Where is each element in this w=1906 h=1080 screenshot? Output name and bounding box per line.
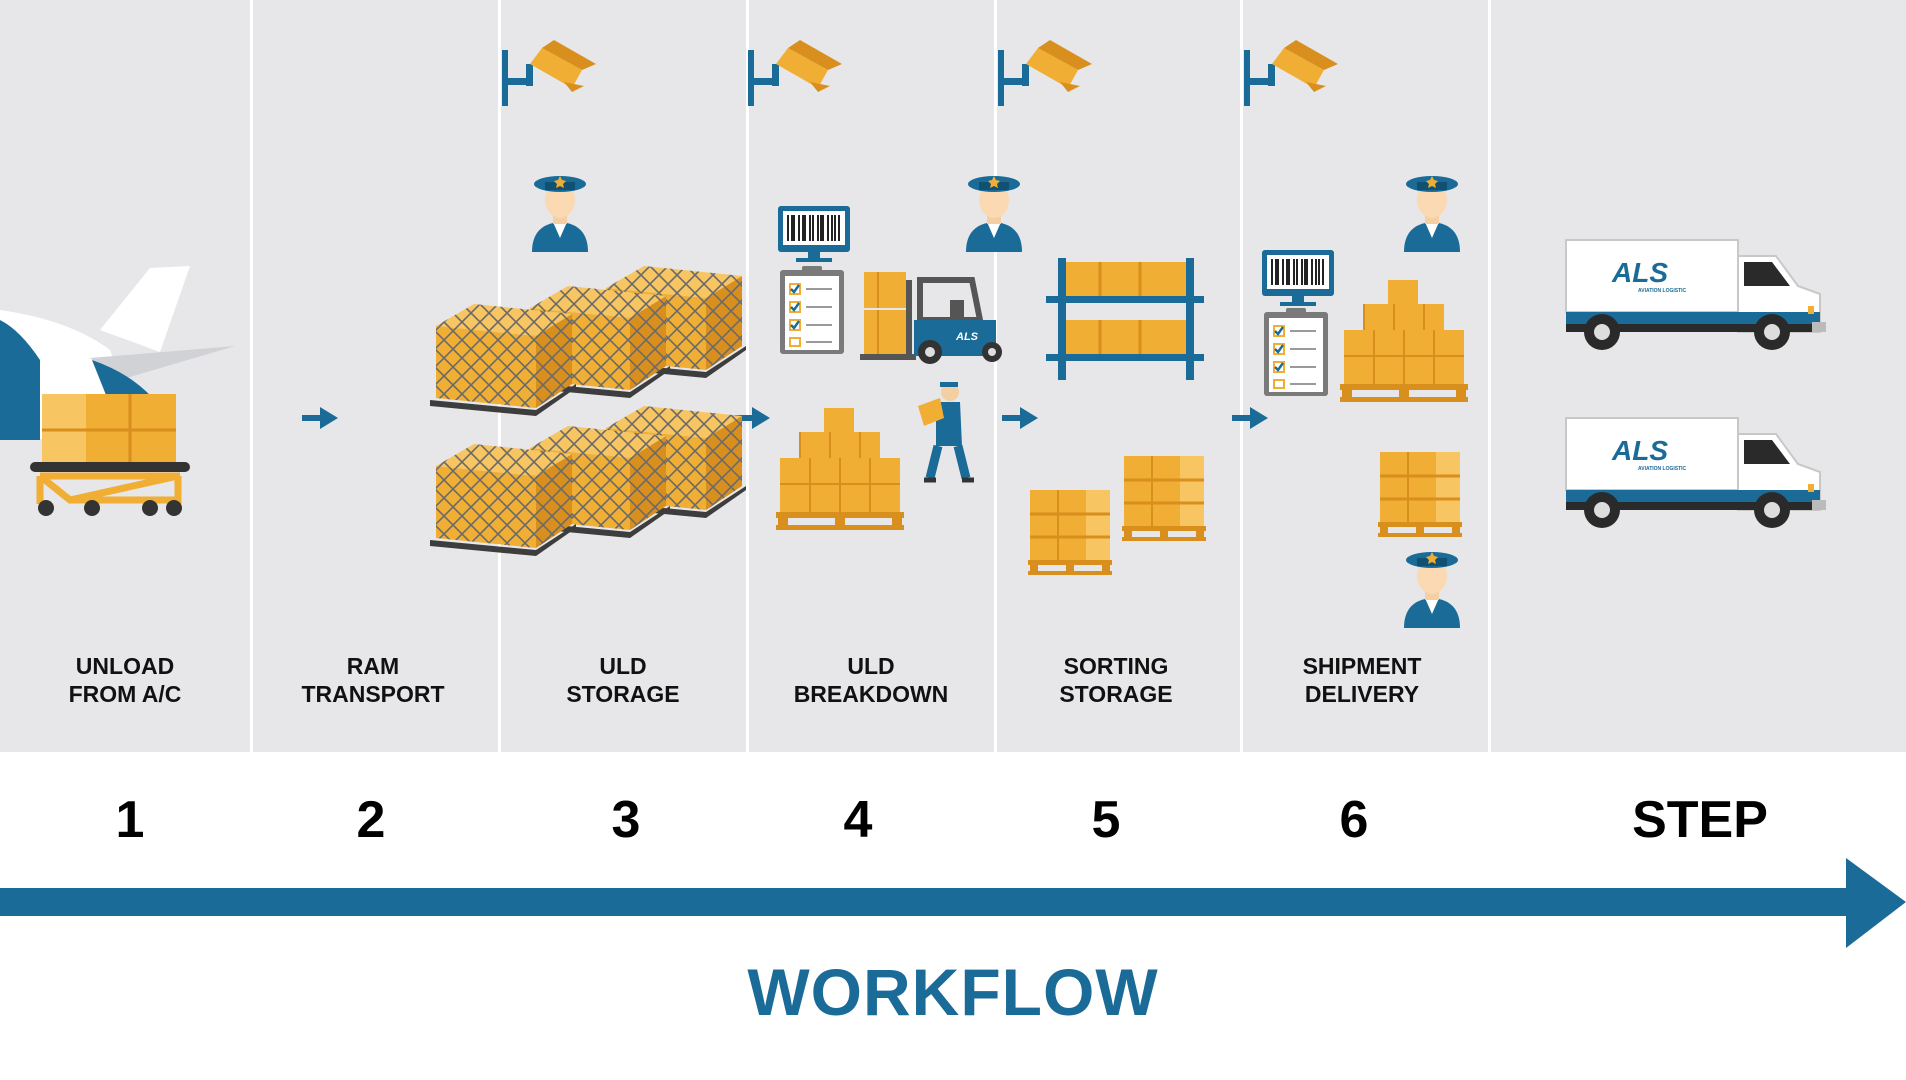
pallet-boxes-icon: [1026, 488, 1114, 577]
step-label-6: SHIPMENT DELIVERY: [1302, 653, 1422, 707]
pallet-boxes-icon: [1120, 454, 1208, 543]
pallet-boxes-icon: [775, 407, 905, 531]
step-label-1: UNLOAD FROM A/C: [68, 653, 182, 707]
column-divider: [994, 0, 997, 752]
cctv-camera-icon: [1244, 40, 1338, 106]
cctv-camera-icon: [998, 40, 1092, 106]
column-divider: [1488, 0, 1491, 752]
security-guard-icon: [1404, 176, 1460, 252]
checklist-icon: [1262, 306, 1330, 398]
step-number-4: 4: [843, 791, 873, 849]
column-divider: [746, 0, 749, 752]
cargo-loader-icon: [30, 394, 190, 516]
delivery-truck-icon: ALS AVIATION LOGISTIC: [1565, 417, 1827, 529]
step-number-6: 6: [1339, 791, 1369, 849]
security-guard-icon: [1404, 552, 1460, 628]
truck-tagline: AVIATION LOGISTIC: [1638, 288, 1687, 294]
flow-arrow-icon: [1002, 407, 1038, 429]
step-number-2: 2: [356, 791, 386, 849]
step-number-3: 3: [611, 791, 641, 849]
checklist-icon: [778, 264, 846, 356]
step-label-5: SORTING STORAGE: [1059, 653, 1173, 707]
barcode-scanner-icon: [1261, 249, 1335, 307]
warehouse-shelf-icon: [1046, 258, 1204, 380]
truck-tagline: AVIATION LOGISTIC: [1638, 466, 1687, 472]
column-divider: [1240, 0, 1243, 752]
delivery-truck-icon: ALS AVIATION LOGISTIC: [1565, 239, 1827, 351]
step-number-5: 5: [1091, 791, 1121, 849]
flow-arrow-icon: [1232, 407, 1268, 429]
pallet-boxes-icon: [1339, 279, 1469, 403]
barcode-scanner-icon: [777, 205, 851, 263]
forklift-brand: ALS: [955, 331, 979, 343]
cctv-camera-icon: [502, 40, 596, 106]
security-guard-icon: [966, 176, 1022, 252]
forklift-icon: ALS: [860, 272, 1002, 364]
uld-container-icon: [430, 304, 576, 416]
pallet-boxes-icon: [1376, 450, 1464, 539]
flow-arrow-icon: [302, 407, 338, 429]
truck-brand: ALS: [1611, 435, 1668, 466]
column-divider: [250, 0, 253, 752]
uld-container-icon: [430, 444, 576, 556]
step-label-4: ULD BREAKDOWN: [793, 653, 949, 707]
step-number-1: 1: [115, 791, 145, 849]
process-band: [0, 0, 1906, 752]
cctv-camera-icon: [748, 40, 842, 106]
step-axis-label: STEP: [1632, 791, 1768, 849]
step-label-3: ULD STORAGE: [566, 653, 680, 707]
security-guard-icon: [532, 176, 588, 252]
workflow-title: WORKFLOW: [747, 955, 1159, 1029]
truck-brand: ALS: [1611, 257, 1668, 288]
worker-carrying-box-icon: [918, 382, 974, 483]
step-label-2: RAM TRANSPORT: [301, 653, 445, 707]
workflow-arrow: [0, 858, 1906, 948]
